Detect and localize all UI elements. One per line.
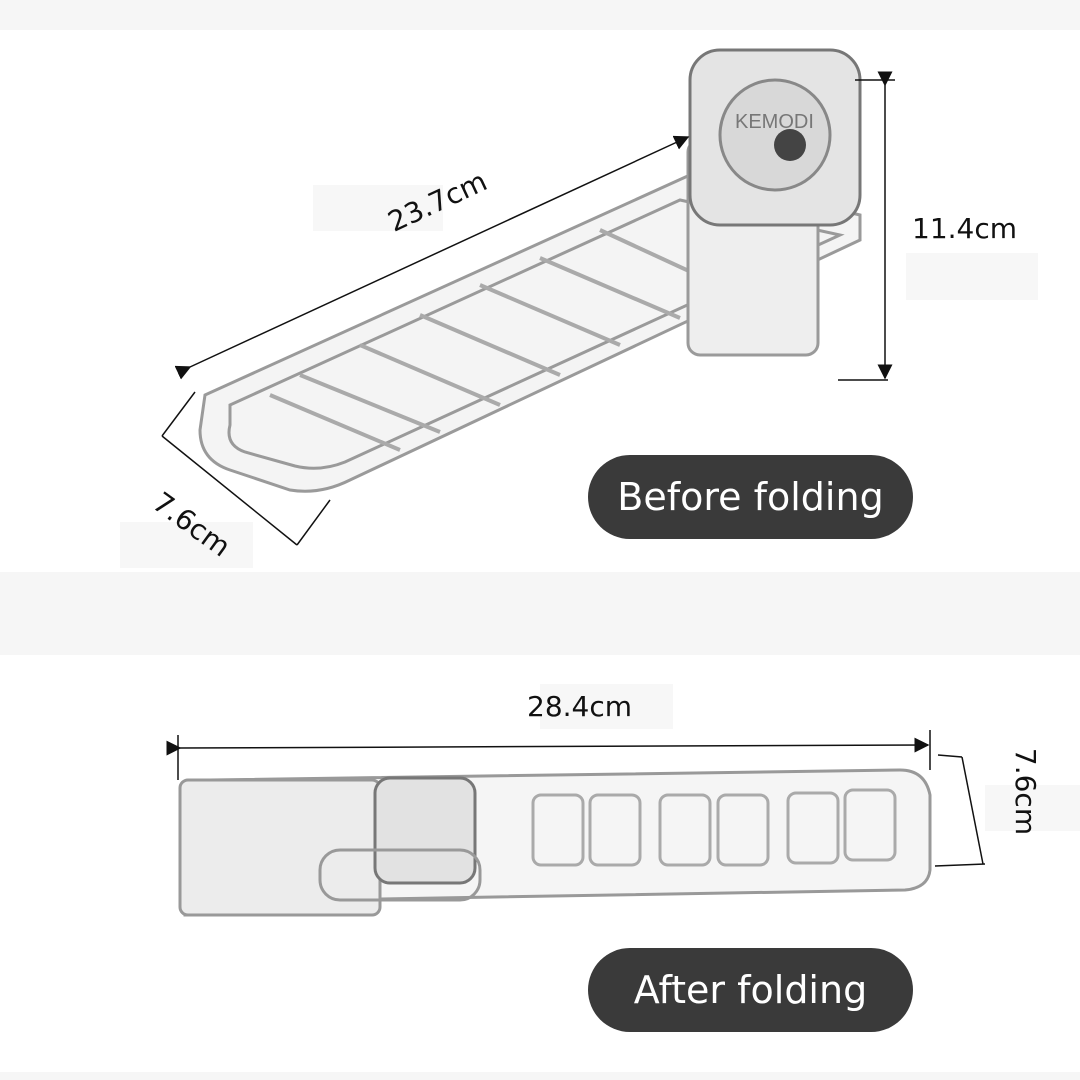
- width-dimension-after: 7.6cm: [1009, 747, 1043, 836]
- folded-rack: [178, 768, 932, 917]
- label-backdrop: [120, 522, 253, 568]
- length-dimension-after: 28.4cm: [527, 690, 633, 723]
- height-dimension-before: 11.4cm: [912, 212, 1018, 245]
- before-folding-badge: Before folding: [588, 455, 913, 539]
- brand-logo: KEMODI: [735, 111, 814, 133]
- label-backdrop: [906, 253, 1038, 300]
- after-folding-badge: After folding: [588, 948, 913, 1032]
- label-backdrop: [540, 684, 673, 729]
- dimension-lines-before: [161, 71, 895, 546]
- dimension-lines-after: [166, 730, 986, 867]
- label-backdrop: [985, 785, 1080, 831]
- unfolded-rack: KEMODI: [198, 48, 862, 493]
